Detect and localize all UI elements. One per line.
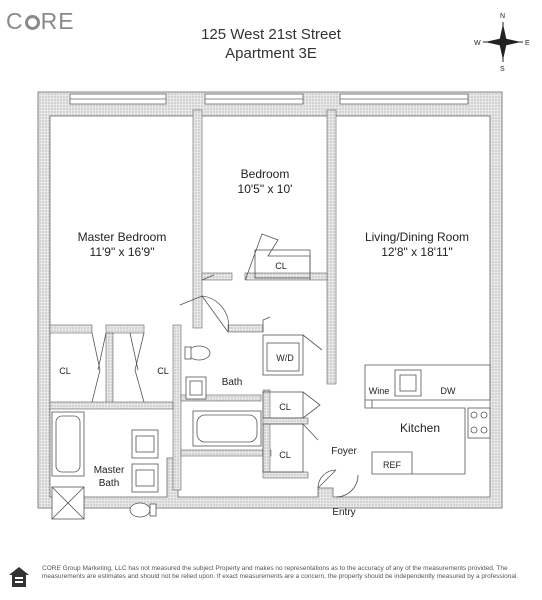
ref-label: REF: [383, 460, 402, 470]
bath-fixtures: [51, 345, 262, 520]
doors: [91, 295, 359, 498]
bedroom-closet-label: CL: [275, 261, 287, 271]
room-labels: Master Bedroom 11'9" x 16'9" Bedroom 10'…: [59, 167, 469, 518]
compass-s: S: [500, 66, 505, 73]
bath-label: Bath: [222, 377, 243, 388]
living-name: Living/Dining Room: [365, 230, 469, 244]
compass-e: E: [525, 40, 530, 47]
equal-housing-icon: [9, 567, 29, 587]
entry-label: Entry: [332, 507, 355, 518]
bedroom-name: Bedroom: [241, 167, 290, 181]
kitchen-label: Kitchen: [400, 421, 440, 435]
master-toilet-icon: [129, 502, 151, 518]
windows: [69, 93, 469, 105]
closet-label-3: CL: [279, 402, 291, 412]
foyer-label: Foyer: [331, 446, 357, 457]
closet-label-2: CL: [157, 366, 169, 376]
living-dims: 12'8" x 18'11": [381, 245, 453, 259]
master-bedroom-dims: 11'9" x 16'9": [90, 245, 155, 259]
wine-label: Wine: [369, 386, 390, 396]
master-bedroom-name: Master Bedroom: [78, 230, 167, 244]
closet-outlines: [201, 233, 311, 473]
kitchen-fixtures: [364, 364, 491, 475]
dw-label: DW: [441, 386, 456, 396]
interior-walls: [49, 109, 337, 491]
master-bath-label-2: Bath: [99, 478, 120, 489]
wd-label: W/D: [276, 353, 294, 363]
compass-icon: N S E W: [474, 13, 530, 73]
bedroom-dims: 10'5" x 10': [238, 182, 293, 196]
closet-label-1: CL: [59, 366, 71, 376]
compass-n: N: [500, 13, 505, 20]
master-bath-label-1: Master: [94, 465, 125, 476]
unit-title: Apartment 3E: [225, 45, 317, 62]
disclaimer-text: CORE Group Marketing, LLC has not measur…: [42, 565, 519, 580]
stove-icon: [467, 407, 491, 439]
compass-w: W: [474, 40, 481, 47]
exterior-walls: [37, 91, 503, 509]
address-title: 125 West 21st Street: [201, 26, 341, 43]
closet-label-4: CL: [279, 450, 291, 460]
